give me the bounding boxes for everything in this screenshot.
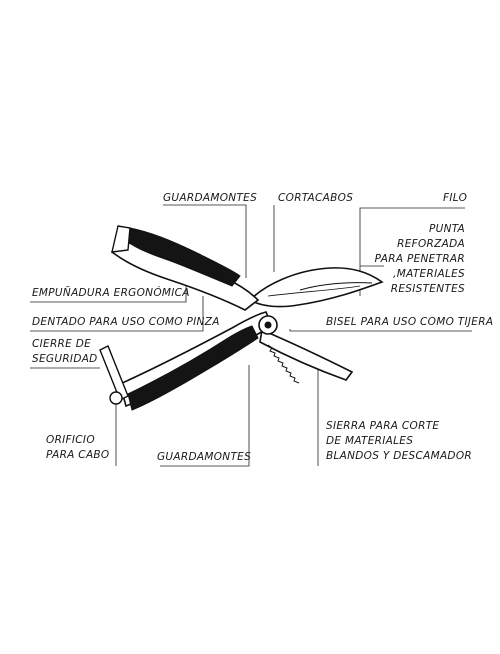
lanyard-hole [109, 391, 123, 405]
blade-bevel [299, 282, 373, 291]
leader-lines [30, 204, 472, 467]
safety-lock [99, 345, 129, 401]
label-cortacabos: CORTACABOS [278, 192, 354, 204]
saw-blade [259, 328, 354, 381]
label-orificio-line-1: ORIFICIO [46, 434, 95, 446]
pivot-bolt-center [264, 321, 272, 329]
label-cierre-line-2: SEGURIDAD [32, 353, 98, 365]
label-punta-line-3: PARA PENETRAR [374, 253, 465, 265]
label-guardamontes-bottom: GUARDAMONTES [157, 451, 252, 463]
label-bisel: BISEL PARA USO COMO TIJERA [326, 316, 494, 328]
blade-edge-line [267, 285, 361, 297]
leader-guardamontes-bottom [160, 365, 250, 467]
label-sierra-line-3: BLANDOS Y DESCAMADOR [326, 450, 472, 462]
label-filo: FILO [443, 192, 468, 204]
saw-teeth [267, 344, 300, 384]
leader-filo [359, 207, 465, 296]
upper-handle-cap [111, 225, 131, 253]
leader-dentado [30, 296, 204, 332]
label-orificio: ORIFICIO PARA CABO [46, 433, 110, 463]
upper-blade [248, 267, 384, 308]
label-orificio-line-2: PARA CABO [46, 449, 110, 461]
label-empunadura: EMPUÑADURA ERGONÓMICA [32, 287, 190, 299]
label-punta-line-5: RESISTENTES [390, 283, 465, 295]
lower-handle-grip [127, 325, 259, 411]
label-sierra: SIERRA PARA CORTE DE MATERIALES BLANDOS … [326, 419, 472, 464]
label-cierre: CIERRE DE SEGURIDAD [32, 337, 98, 367]
label-sierra-line-2: DE MATERIALES [326, 435, 414, 447]
leader-bisel [289, 329, 472, 332]
leader-guardamontes-top [163, 204, 247, 278]
label-guardamontes-top: GUARDAMONTES [163, 192, 258, 204]
label-punta-line-1: PUNTA [428, 223, 465, 235]
label-punta: PUNTA REFORZADA PARA PENETRAR ,MATERIALE… [370, 222, 465, 297]
label-cierre-line-1: CIERRE DE [32, 338, 92, 350]
label-dentado: DENTADO PARA USO COMO PINZA [32, 316, 220, 328]
label-sierra-line-1: SIERRA PARA CORTE [326, 420, 440, 432]
label-punta-line-2: REFORZADA [397, 238, 465, 250]
upper-handle-grip [127, 227, 241, 287]
label-punta-line-4: ,MATERIALES [393, 268, 465, 280]
